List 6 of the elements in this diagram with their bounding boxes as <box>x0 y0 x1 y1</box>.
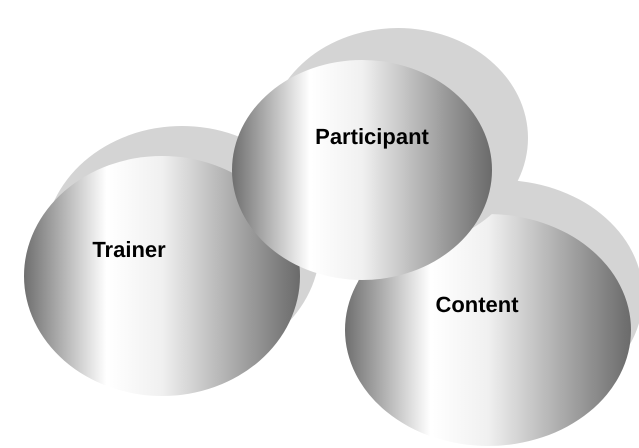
circle-label: Trainer <box>92 237 166 263</box>
shaded-circle <box>232 60 492 280</box>
circle-label: Participant <box>315 124 429 150</box>
shaded-circle <box>345 214 631 446</box>
circle-label: Content <box>435 292 519 318</box>
shaded-circle <box>24 156 300 396</box>
